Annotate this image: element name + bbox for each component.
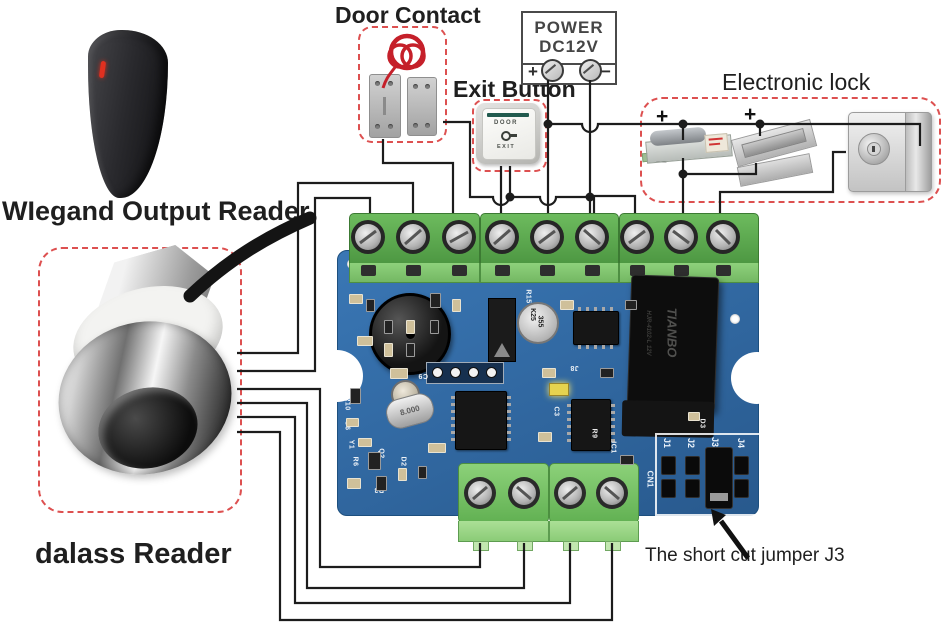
status-led	[549, 383, 569, 396]
terminal-lip	[458, 521, 549, 542]
wiegand-reader-label: WIegand Output Reader	[2, 196, 310, 226]
wires	[237, 80, 922, 622]
pcb-mounting-hole	[730, 314, 740, 324]
reader-cable	[183, 211, 317, 303]
rim-lock-cylinder	[858, 133, 890, 165]
junction-dots	[505, 119, 765, 202]
rim-lock-side	[905, 112, 932, 192]
power-label-line2: DC12V	[539, 37, 599, 56]
power-minus-sign: −	[601, 62, 611, 81]
diode-component	[488, 298, 516, 362]
driver-chip	[567, 399, 615, 451]
electronic-lock-highlight-box	[640, 97, 941, 203]
power-plus-sign: +	[528, 62, 538, 81]
soic8-chip	[573, 307, 619, 349]
jumper-arrow-icon	[711, 509, 751, 560]
bolt-lock-plus: +	[656, 105, 669, 128]
key-icon	[501, 131, 517, 141]
electronic-lock-label: Electronic lock	[722, 69, 871, 95]
dalass-reader-highlight-box	[38, 247, 242, 513]
dalass-reader-label: dalass Reader	[35, 538, 232, 570]
jumper-cap-j3	[705, 447, 733, 509]
jumper-block-outline	[655, 433, 763, 516]
power-label-line1: POWER	[534, 18, 604, 37]
electrolytic-capacitor	[517, 302, 559, 344]
terminal-screws	[351, 220, 740, 509]
terminal-lip	[549, 521, 639, 542]
exit-button-bar	[487, 113, 529, 117]
exit-button-door-text: DOOR	[494, 120, 518, 126]
door-contact-label: Door Contact	[335, 2, 481, 28]
mcu-chip	[451, 391, 511, 450]
door-contact-highlight-box	[358, 26, 447, 143]
door-contact-plate	[407, 77, 437, 136]
header-c9	[426, 362, 504, 384]
power-box-divider	[521, 63, 617, 65]
door-contact-coil	[381, 33, 426, 89]
exit-button-exit-text: EXIT	[497, 144, 516, 150]
pcb-right-notch	[731, 352, 783, 404]
mag-lock-plus: +	[744, 103, 757, 126]
power-plus-terminal	[541, 59, 564, 82]
